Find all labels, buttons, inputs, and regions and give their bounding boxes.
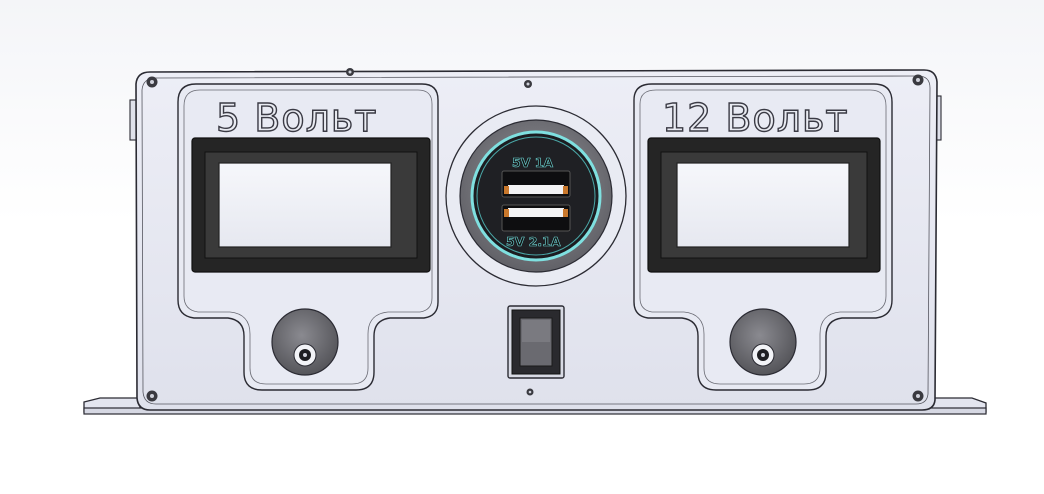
usb-top-port-label: 5V 1A xyxy=(512,155,553,170)
usb-bottom-port-label: 5V 2.1A xyxy=(506,234,561,249)
screw-icon xyxy=(524,80,532,88)
left-voltmeter-display xyxy=(191,137,431,273)
right-voltmeter-display xyxy=(647,137,881,273)
left-module: 5 Вольт xyxy=(177,83,439,391)
screw-icon xyxy=(912,390,924,402)
usb-port-bottom[interactable] xyxy=(501,204,571,232)
screw-icon xyxy=(526,388,534,396)
right-voltage-label: 12 Вольт xyxy=(662,96,849,140)
rocker-switch[interactable] xyxy=(507,305,565,379)
screw-icon xyxy=(346,68,354,76)
usb-socket: 5V 1A 5V 2.1A xyxy=(445,105,627,287)
left-knob[interactable] xyxy=(271,308,339,376)
usb-port-top[interactable] xyxy=(501,170,571,198)
left-voltage-label: 5 Вольт xyxy=(216,96,377,140)
corner-screws xyxy=(146,68,924,402)
right-module: 12 Вольт xyxy=(633,83,893,391)
right-knob[interactable] xyxy=(729,308,797,376)
screw-icon xyxy=(146,390,158,402)
screw-icon xyxy=(146,76,158,88)
screw-icon xyxy=(912,74,924,86)
